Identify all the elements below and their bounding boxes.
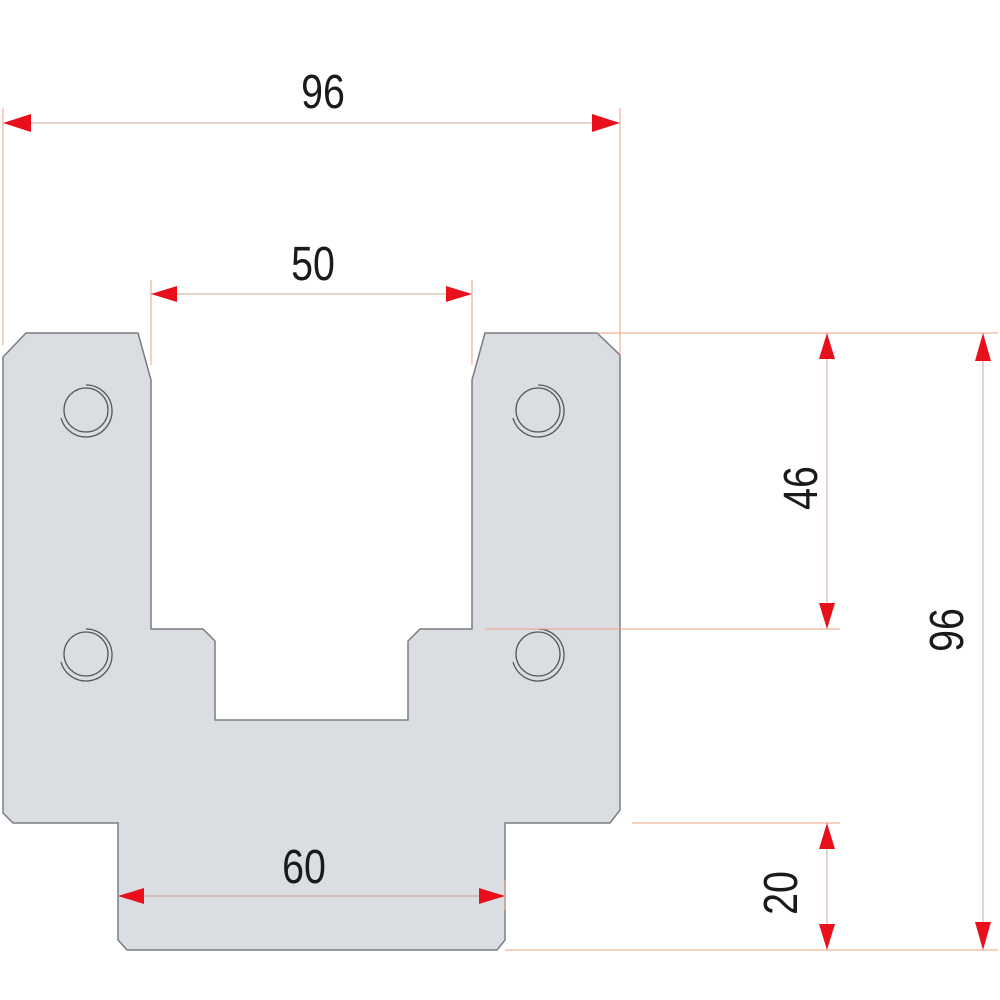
dimension-overall-width: 96 — [3, 65, 620, 132]
mounting-hole-top-right — [512, 384, 565, 438]
label-overall-width: 96 — [301, 65, 345, 119]
part-profile — [2, 332, 621, 951]
dimension-overall-height: 96 — [920, 333, 991, 950]
label-tongue-width: 60 — [282, 840, 326, 894]
label-slot-depth: 46 — [774, 466, 828, 510]
mounting-hole-top-left — [60, 384, 113, 438]
mounting-hole-bottom-right — [512, 628, 565, 682]
mounting-hole-bottom-left — [60, 628, 113, 682]
dimension-slot-width: 50 — [151, 237, 472, 302]
dimension-slot-depth: 46 — [774, 333, 835, 629]
label-slot-width: 50 — [291, 237, 335, 291]
dimension-tongue-height: 20 — [754, 823, 835, 950]
label-tongue-height: 20 — [754, 871, 808, 915]
extension-lines — [2, 108, 998, 951]
dimension-tongue-width: 60 — [118, 840, 505, 904]
label-overall-height: 96 — [920, 608, 974, 652]
